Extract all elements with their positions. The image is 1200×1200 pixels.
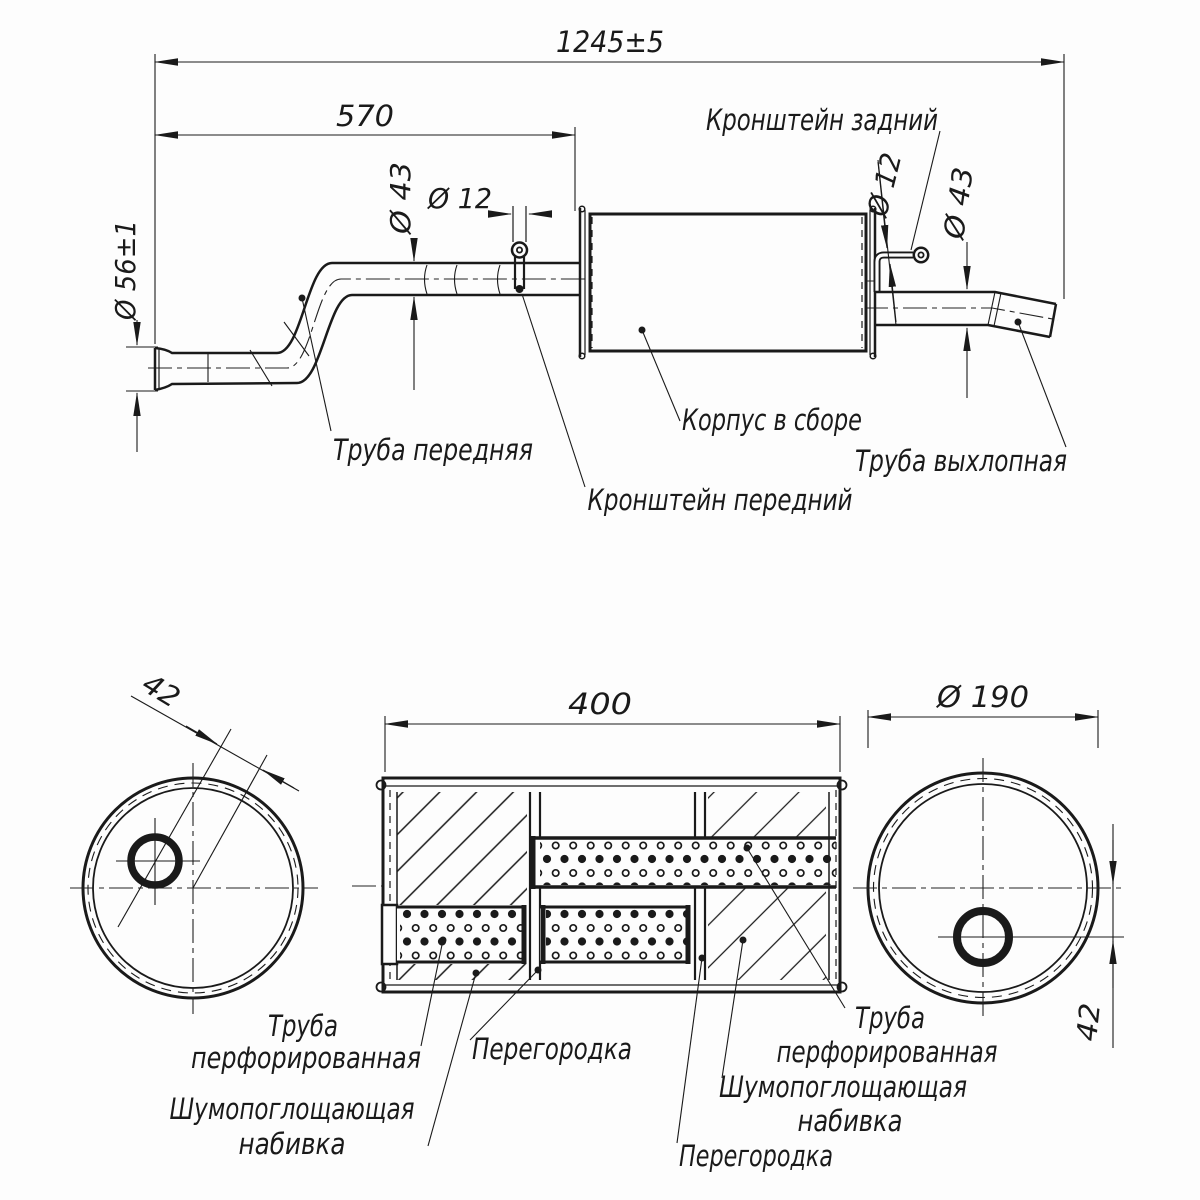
dim-text-front-bracket-diameter: Ø 12 bbox=[427, 182, 492, 215]
label-rear-bracket: Кронштейн задний bbox=[706, 103, 938, 137]
callout-perforated-left: Труба перфорированная bbox=[191, 936, 447, 1075]
label-stuffing-left-2: набивка bbox=[239, 1127, 346, 1161]
front-pipe bbox=[153, 261, 580, 392]
perforated-pipe-lower-left bbox=[397, 905, 527, 964]
callout-front-bracket: Кронштейн передний bbox=[521, 293, 853, 517]
dim-rear-bracket-diameter: Ø 12 bbox=[861, 150, 909, 326]
dim-text-inlet-offset: 42 bbox=[136, 667, 186, 715]
dim-text-exhaust-pipe-diameter: Ø 43 bbox=[937, 165, 980, 242]
callout-baffle-left: Перегородка bbox=[469, 966, 632, 1066]
dim-body-diameter: Ø 190 bbox=[867, 680, 1099, 748]
label-perforated-left-2: перфорированная bbox=[191, 1041, 421, 1075]
dim-text-body-diameter: Ø 190 bbox=[936, 680, 1029, 714]
perforated-pipe-lower-middle bbox=[540, 905, 691, 964]
dim-text-inlet-diameter: Ø 56±1 bbox=[109, 220, 142, 321]
inlet-pipe-stub bbox=[380, 903, 399, 966]
label-perforated-right-2: перфорированная bbox=[777, 1035, 998, 1069]
dim-front-length: 570 bbox=[154, 99, 576, 211]
stuffing-right-upper-hatch bbox=[708, 792, 826, 838]
dim-body-length: 400 bbox=[384, 687, 841, 772]
callout-baffle-right: Перегородка bbox=[676, 954, 833, 1173]
label-stuffing-right-1: Шумопоглощающая bbox=[719, 1070, 967, 1104]
dim-text-rear-bracket-diameter: Ø 12 bbox=[861, 150, 909, 221]
main-view: 1245±5 570 Ø 56±1 Ø 43 Ø 12 bbox=[109, 25, 1067, 517]
perforated-pipe-upper bbox=[530, 836, 836, 889]
dim-text-outlet-offset: 42 bbox=[1070, 1001, 1107, 1042]
left-end-view: 42 bbox=[70, 667, 318, 1014]
callout-exhaust-pipe: Труба выхлопная bbox=[855, 318, 1067, 478]
dim-front-pipe-diameter: Ø 43 bbox=[384, 162, 418, 390]
section-cut-view: 400 Труба перфорированная Перегородка Шу… bbox=[170, 687, 998, 1173]
label-stuffing-left-1: Шумопоглощающая bbox=[170, 1092, 415, 1126]
dim-front-bracket-diameter: Ø 12 bbox=[427, 182, 552, 218]
label-baffle-right: Перегородка bbox=[679, 1139, 833, 1173]
label-perforated-left-1: Труба bbox=[268, 1009, 338, 1043]
label-baffle-left: Перегородка bbox=[472, 1032, 632, 1066]
right-end-view: Ø 190 42 bbox=[853, 680, 1125, 1048]
callout-front-pipe: Труба передняя bbox=[298, 294, 533, 467]
dim-exhaust-pipe-diameter: Ø 43 bbox=[937, 165, 980, 398]
stuffing-right-lower-hatch bbox=[708, 888, 826, 980]
callout-stuffing-right: Шумопоглощающая набивка bbox=[719, 936, 967, 1138]
callout-rear-bracket: Кронштейн задний bbox=[706, 103, 941, 251]
label-perforated-right-1: Труба bbox=[855, 1001, 925, 1035]
label-stuffing-right-2: набивка bbox=[798, 1104, 903, 1138]
front-bracket bbox=[510, 206, 529, 293]
callout-perforated-right: Труба перфорированная bbox=[743, 844, 998, 1069]
muffler-body bbox=[578, 205, 877, 360]
label-front-pipe: Труба передняя bbox=[333, 433, 533, 467]
dim-text-front-length: 570 bbox=[336, 99, 394, 133]
rear-bracket bbox=[873, 246, 930, 292]
dim-text-overall: 1245±5 bbox=[556, 25, 664, 59]
exhaust-pipe bbox=[875, 290, 1058, 339]
dim-overall-length: 1245±5 bbox=[154, 25, 1065, 344]
dim-inlet-diameter: Ø 56±1 bbox=[109, 220, 158, 452]
callout-body-assembly: Корпус в сборе bbox=[638, 326, 862, 437]
callout-stuffing-left: Шумопоглощающая набивка bbox=[170, 969, 480, 1161]
dim-text-front-pipe-diameter: Ø 43 bbox=[384, 162, 417, 235]
label-exhaust-pipe: Труба выхлопная bbox=[855, 444, 1067, 478]
dim-outlet-offset: 42 bbox=[1070, 824, 1117, 1048]
dim-text-body-length: 400 bbox=[568, 687, 632, 721]
label-body-assembly: Корпус в сборе bbox=[682, 403, 862, 437]
label-front-bracket: Кронштейн передний bbox=[588, 483, 853, 517]
